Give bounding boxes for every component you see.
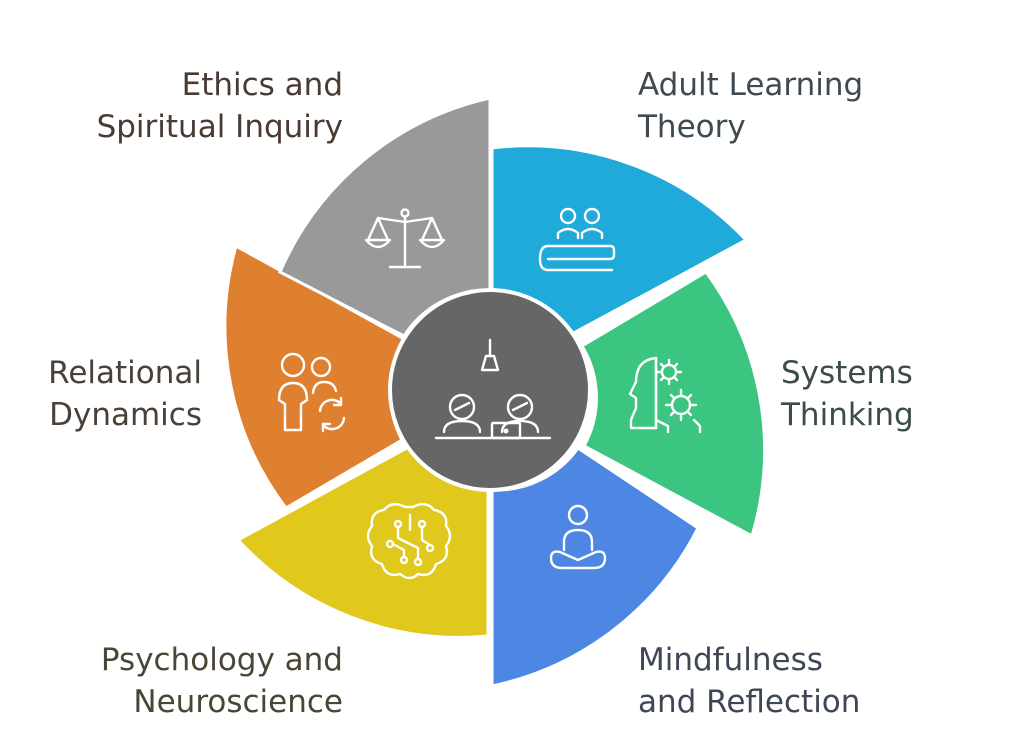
label-relational-line2: Dynamics <box>49 397 202 433</box>
label-psychology-line2: Neuroscience <box>133 684 343 720</box>
team-collaboration-icon <box>434 338 552 440</box>
label-systems-thinking-line2: Thinking <box>781 397 914 433</box>
label-adult-learning-line1: Adult Learning <box>638 67 864 103</box>
label-relational: Relational Dynamics <box>48 352 202 436</box>
label-psychology: Psychology and Neuroscience <box>101 639 343 723</box>
label-mindfulness-line1: Mindfulness <box>638 642 823 678</box>
people-exchange-icon <box>277 352 346 433</box>
balance-scale-icon <box>364 208 446 269</box>
center-hub <box>388 288 592 492</box>
label-systems-thinking-line1: Systems <box>781 355 913 391</box>
label-ethics: Ethics and Spiritual Inquiry <box>97 64 343 148</box>
label-psychology-line1: Psychology and <box>100 642 343 678</box>
segment-systems-thinking <box>579 270 767 539</box>
label-relational-line1: Relational <box>48 355 202 391</box>
label-ethics-line1: Ethics and <box>181 67 343 103</box>
label-mindfulness: Mindfulness and Reflection <box>638 639 860 723</box>
label-ethics-line2: Spiritual Inquiry <box>96 109 343 145</box>
group-presentation-icon <box>538 207 616 272</box>
brain-circuit-icon <box>366 502 452 580</box>
head-gears-icon <box>628 356 702 434</box>
label-systems-thinking: Systems Thinking <box>781 352 914 436</box>
label-mindfulness-line2: and Reflection <box>638 684 861 720</box>
label-adult-learning-line2: Theory <box>638 109 746 145</box>
label-adult-learning: Adult Learning Theory <box>638 64 863 148</box>
meditation-icon <box>549 504 607 570</box>
